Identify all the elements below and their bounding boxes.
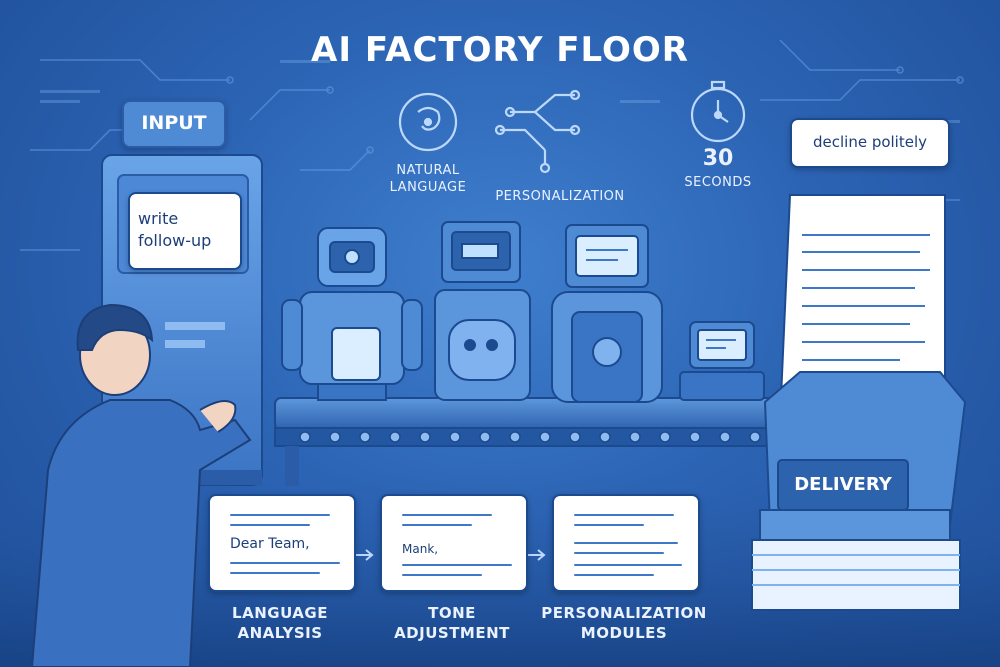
conveyor-belt [274,397,836,486]
page-title: AI FACTORY FLOOR [311,30,689,70]
delivery-label: DELIVERY [794,474,892,495]
stage-label-personalization-modules: PERSONALIZATION MODULES [541,604,707,642]
input-prompt-box[interactable]: write follow-up [128,192,242,270]
robot-icon [281,227,423,401]
stopwatch-icon [690,80,746,143]
natural-language-label: NATURAL LANGUAGE [389,163,467,195]
network-icon [494,89,581,174]
stage-card-text: Mank, [402,542,439,556]
robot-station-4 [679,321,765,401]
person-user [30,303,252,667]
stage-card-personalization-modules [552,494,700,592]
callout-box: decline politely [790,118,950,168]
robot-station-3 [551,224,663,403]
personalization-label: PERSONALIZATION [495,189,625,204]
callout-text: decline politely [812,133,928,151]
stage-label-tone-adjustment: TONE ADJUSTMENT [394,604,510,642]
delivery-printer [751,194,967,611]
input-prompt-text: write follow-up [138,209,212,250]
input-label: INPUT [141,112,207,134]
stage-card-tone-adjustment: Mank, [380,494,528,592]
brain-icon [398,92,458,152]
arrow-right-icon [356,549,546,561]
stage-label-language-analysis: LANGUAGE ANALYSIS [232,604,328,642]
stage-card-text: Dear Team, [230,536,310,552]
seconds-label: SECONDS [684,175,752,190]
seconds-value: 30 [702,146,734,171]
stage-card-language-analysis: Dear Team, [208,494,356,592]
input-label-badge: INPUT [122,100,226,148]
robot-station-2 [434,221,531,401]
